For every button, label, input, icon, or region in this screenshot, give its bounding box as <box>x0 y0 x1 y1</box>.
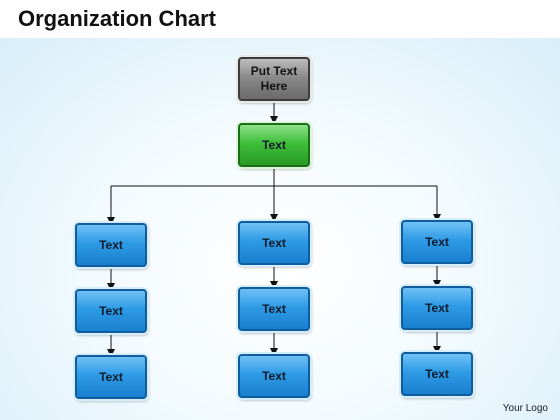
col2-row3-node[interactable]: Text <box>238 354 310 398</box>
col2-row2-node[interactable]: Text <box>238 287 310 331</box>
col1-row1-node[interactable]: Text <box>75 223 147 267</box>
col1-row2-node[interactable]: Text <box>75 289 147 333</box>
second-level-node[interactable]: Text <box>238 123 310 167</box>
col2-row1-node[interactable]: Text <box>238 221 310 265</box>
logo-text: Your Logo <box>502 403 548 414</box>
col3-row3-node[interactable]: Text <box>401 352 473 396</box>
page-title: Organization Chart <box>18 6 217 31</box>
root-node[interactable]: Put Text Here <box>238 57 310 101</box>
col3-row1-node[interactable]: Text <box>401 220 473 264</box>
col3-row2-node[interactable]: Text <box>401 286 473 330</box>
col1-row3-node[interactable]: Text <box>75 355 147 399</box>
